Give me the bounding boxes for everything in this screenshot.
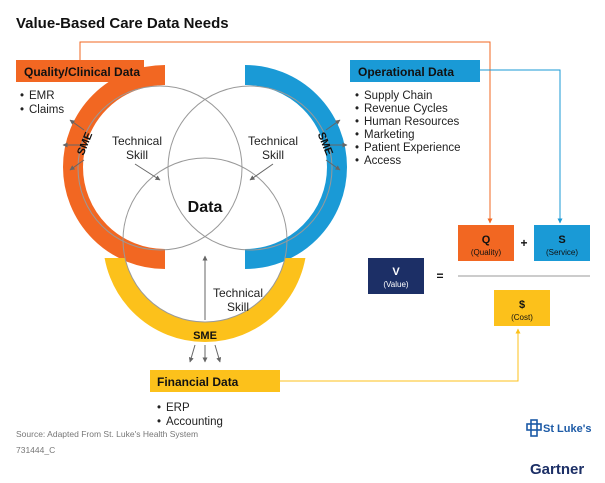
operational-data-label: Operational Data xyxy=(358,65,454,79)
outward-arrows-left xyxy=(62,119,85,171)
technical-skill-right-line1: Technical xyxy=(248,134,298,148)
venn-circles xyxy=(77,85,333,323)
figure-code: 731444_C xyxy=(16,445,55,455)
quality-formula-box: Q (Quality) xyxy=(458,225,514,261)
venn-center-label: Data xyxy=(188,199,223,216)
svg-text:•: • xyxy=(157,402,161,414)
operational-item-2: Human Resources xyxy=(364,116,459,128)
operational-data-list: • Supply Chain • Revenue Cycles • Human Res… xyxy=(355,90,461,167)
sme-label-bottom: SME xyxy=(193,330,217,342)
outward-arrows-right xyxy=(325,119,348,171)
connector-quality-to-q xyxy=(79,41,493,224)
financial-item-0: ERP xyxy=(166,402,190,414)
svg-text:•: • xyxy=(355,90,359,102)
operational-ring xyxy=(245,65,347,269)
quality-ring xyxy=(63,65,165,269)
technical-skill-bottom-line2: Skill xyxy=(227,300,249,314)
financial-data-label: Financial Data xyxy=(157,375,239,389)
connector-operational-to-s xyxy=(480,69,563,224)
technical-arrow-right xyxy=(249,163,274,181)
operational-item-4: Patient Experience xyxy=(364,142,461,154)
quality-item-bullet-1: • xyxy=(20,104,24,116)
svg-text:•: • xyxy=(355,142,359,154)
financial-data-list: • ERP • Accounting xyxy=(157,402,223,428)
value-formula-box: V (Value) xyxy=(368,258,424,294)
service-formula-sub: (Service) xyxy=(546,248,578,257)
cost-formula-symbol: $ xyxy=(519,299,525,311)
technical-skill-left-line1: Technical xyxy=(112,134,162,148)
svg-text:•: • xyxy=(355,155,359,167)
gartner-logo: Gartner xyxy=(530,461,584,478)
svg-text:•: • xyxy=(355,103,359,115)
svg-text:•: • xyxy=(355,129,359,141)
quality-formula-sub: (Quality) xyxy=(471,248,502,257)
page-title: Value-Based Care Data Needs xyxy=(16,15,229,32)
operational-item-3: Marketing xyxy=(364,129,415,141)
connector-financial-to-cost xyxy=(280,328,521,382)
service-formula-letter: S xyxy=(558,234,565,246)
operational-item-1: Revenue Cycles xyxy=(364,103,448,115)
operational-data-box: Operational Data xyxy=(350,60,480,82)
service-formula-box: S (Service) xyxy=(534,225,590,261)
technical-arrow-left xyxy=(134,163,161,181)
technical-skill-right-line2: Skill xyxy=(262,148,284,162)
venn-circle-right xyxy=(167,85,333,251)
value-formula-letter: V xyxy=(392,266,400,278)
operational-item-0: Supply Chain xyxy=(364,90,432,102)
technical-skill-bottom-line1: Technical xyxy=(213,286,263,300)
svg-text:•: • xyxy=(355,116,359,128)
venn-circle-left xyxy=(77,85,243,251)
quality-data-label: Quality/Clinical Data xyxy=(24,65,140,79)
formula-equals: = xyxy=(436,269,443,283)
cost-formula-box: $ (Cost) xyxy=(494,290,550,326)
quality-item-0: EMR xyxy=(29,90,55,102)
stlukes-logo: St Luke's xyxy=(526,419,591,437)
formula-plus: + xyxy=(520,236,527,250)
technical-skill-left-line2: Skill xyxy=(126,148,148,162)
financial-ring xyxy=(104,258,306,342)
quality-data-list: • EMR • Claims xyxy=(20,90,64,116)
outward-arrows-bottom xyxy=(188,344,222,363)
quality-formula-letter: Q xyxy=(482,234,491,246)
venn-circle-bottom xyxy=(122,157,288,323)
source-note: Source: Adapted From St. Luke's Health S… xyxy=(16,429,198,439)
svg-text:•: • xyxy=(157,416,161,428)
quality-item-bullet-0: • xyxy=(20,90,24,102)
quality-item-1: Claims xyxy=(29,104,64,116)
quality-data-box: Quality/Clinical Data xyxy=(16,60,144,82)
stlukes-cross-icon xyxy=(526,419,542,437)
value-formula-sub: (Value) xyxy=(383,280,409,289)
financial-item-1: Accounting xyxy=(166,416,223,428)
cost-formula-sub: (Cost) xyxy=(511,313,533,322)
financial-data-box: Financial Data xyxy=(150,370,280,392)
operational-item-5: Access xyxy=(364,155,401,167)
stlukes-wordmark: St Luke's xyxy=(543,423,591,435)
